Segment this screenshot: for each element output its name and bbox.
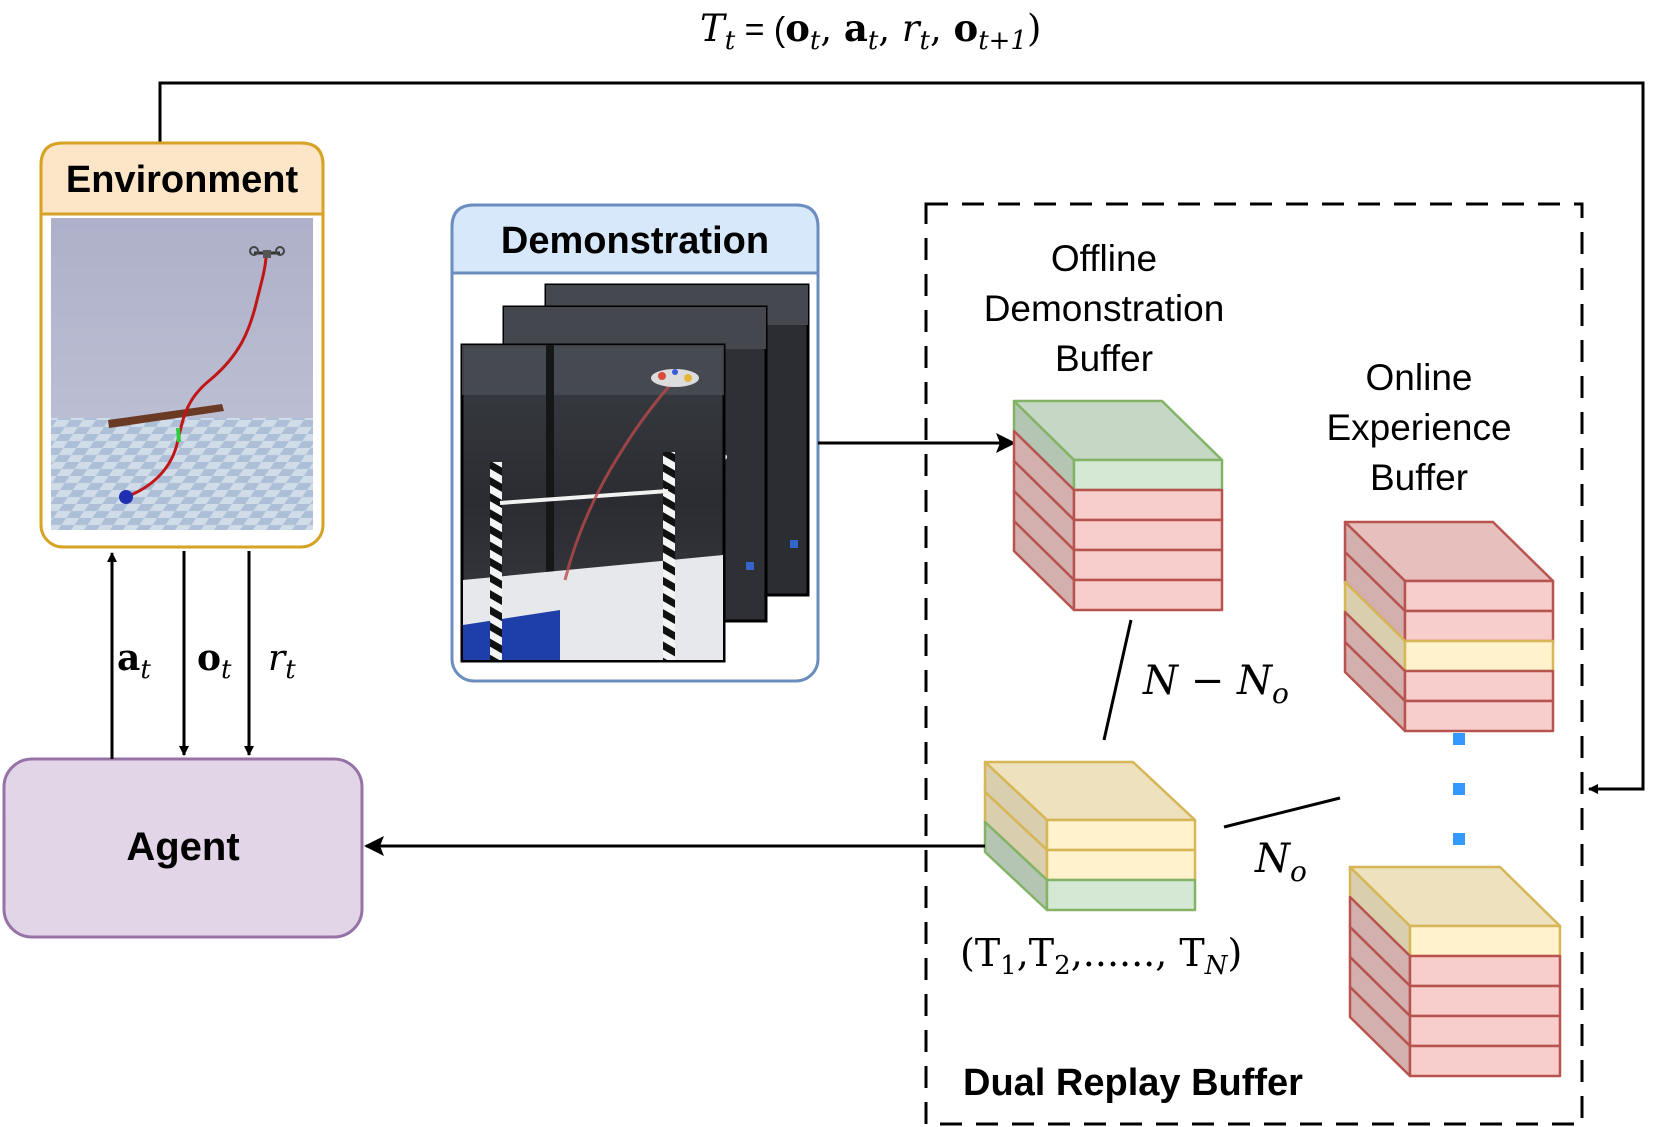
- simulation-image: [51, 218, 313, 530]
- demo-frame-front: [460, 343, 726, 663]
- online-buffer-bottom-layer-2: [1408, 984, 1562, 1018]
- sampled-batch-layer-1: [1045, 848, 1197, 882]
- reward-label: rt: [268, 638, 296, 685]
- environment-label: Environment: [66, 159, 299, 201]
- offline-buffer-title-1: Offline: [1051, 238, 1157, 279]
- offline-buffer-layer-2: [1072, 518, 1224, 552]
- batch-label: (T1,T2,......, TN): [960, 931, 1242, 981]
- transition-feedback-arrow: [158, 81, 1645, 794]
- offline-buffer-stack: [1012, 399, 1224, 612]
- online-buffer-title-2: Experience: [1326, 407, 1511, 448]
- online-buffer-bottom-layer-1: [1408, 954, 1562, 988]
- online-sample-line: [1223, 796, 1341, 829]
- online-buffer-top-layer-2: [1403, 639, 1555, 673]
- online-buffer-stack-top: [1343, 520, 1555, 733]
- offline-buffer-layer-4: [1072, 578, 1224, 612]
- sampled-batch-layer-0: [1045, 818, 1197, 852]
- online-buffer-top-layer-4: [1403, 699, 1555, 733]
- online-buffer-title-3: Buffer: [1370, 457, 1468, 498]
- offline-buffer-title-2: Demonstration: [984, 288, 1225, 329]
- offline-buffer-layer-1: [1072, 488, 1224, 522]
- offline-sample-line: [1102, 619, 1133, 741]
- sampled-batch-layer-2: [1045, 878, 1197, 912]
- offline-sample-count: N − No: [1142, 658, 1289, 710]
- demonstration-box: Demonstration: [450, 203, 820, 683]
- svg-text:Tt = (ot, at, rt, ot+1): Tt = (ot, at, rt, ot+1): [700, 6, 1041, 56]
- formula-T: T: [700, 7, 727, 50]
- agent-label: Agent: [126, 825, 239, 869]
- dual-replay-buffer-label: Dual Replay Buffer: [963, 1062, 1303, 1104]
- observation-label: ot: [197, 637, 232, 685]
- online-buffer-top-layer-3: [1403, 669, 1555, 703]
- online-buffer-stack-bottom: [1348, 865, 1562, 1078]
- drone-icon: [249, 246, 285, 258]
- demo-drone-icon: [651, 369, 699, 387]
- online-buffer-bottom-layer-3: [1408, 1014, 1562, 1048]
- action-label: at: [117, 637, 151, 685]
- sampled-batch-stack: [983, 760, 1197, 912]
- dual-replay-buffer-box: [924, 202, 1584, 1126]
- online-sample-count: No: [1254, 836, 1307, 888]
- online-buffer-top-layer-1: [1403, 609, 1555, 643]
- online-buffer-bottom-layer-4: [1408, 1044, 1562, 1078]
- environment-box: Environment: [39, 141, 325, 549]
- offline-buffer-layer-3: [1072, 548, 1224, 582]
- demonstration-label: Demonstration: [501, 220, 769, 262]
- start-point: [119, 490, 133, 504]
- offline-buffer-title-3: Buffer: [1055, 338, 1153, 379]
- continuation-dots: [1453, 733, 1465, 845]
- agent-box: Agent: [2, 757, 364, 939]
- transition-formula: Tt = (ot, at, rt, ot+1): [700, 6, 1041, 56]
- online-buffer-bottom-layer-0: [1408, 924, 1562, 958]
- online-buffer-title-1: Online: [1366, 357, 1473, 398]
- offline-buffer-layer-0: [1072, 458, 1224, 492]
- online-buffer-top-layer-0: [1403, 579, 1555, 613]
